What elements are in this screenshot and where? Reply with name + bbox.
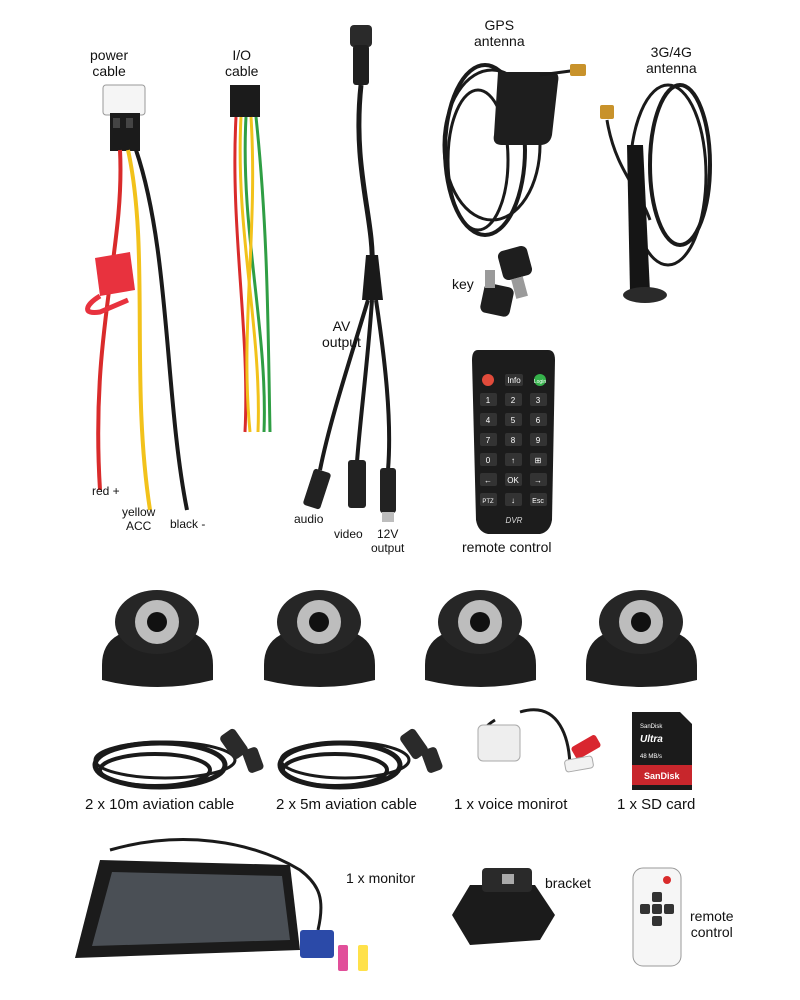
remote-key-6: 6 [536,416,541,425]
monitor-device [75,838,368,971]
label-sd-card: 1 x SD card [617,796,696,813]
remote-key-8: 8 [511,436,516,445]
remote-key-down: ↓ [511,496,515,505]
remote-key-login: Login [534,379,546,385]
remote-key-left: ← [484,476,492,485]
dome-camera-3 [425,590,536,687]
sd-card: SanDisk Ultra 48 MB/s SanDisk [632,712,692,790]
remote-key-0: 0 [486,456,491,465]
sd-capacity: 48 MB/s [640,754,662,760]
remote-key-7: 7 [486,436,491,445]
av-output-cable [303,25,396,522]
label-video: video [334,527,363,541]
remote-key-esc: Esc [532,498,544,505]
remote-key-up: ↑ [511,456,515,465]
remote-key-2: 2 [511,396,516,405]
label-red-wire: red + [92,484,120,498]
gps-antenna [442,63,586,237]
remote-key-3: 3 [536,396,541,405]
remote-control: Info Login 1 2 3 4 5 6 7 8 9 0 ↑ ⊞ ← OK … [472,350,555,534]
label-bracket: bracket [545,875,591,891]
remote-key-right: → [534,476,542,485]
dome-camera-2 [264,590,375,687]
small-remote [632,867,682,967]
label-aviation-cable-5m: 2 x 5m aviation cable [276,796,417,813]
aviation-cable-10m [92,728,264,790]
remote-key-ptz: PTZ [482,499,494,505]
sd-brand-top: SanDisk [640,724,663,730]
label-black-wire: black - [170,517,206,531]
power-cable [85,84,189,511]
cellular-antenna [600,83,712,303]
sd-brand-bottom: SanDisk [644,771,681,781]
remote-key-5: 5 [511,416,516,425]
label-key: key [452,276,474,292]
remote-key-1: 1 [486,396,491,405]
dome-camera-1 [102,590,213,687]
monitor-bracket [452,868,555,945]
label-voice-monitor: 1 x voice monirot [454,796,568,813]
remote-key-grid: ⊞ [535,456,542,465]
label-audio: audio [294,512,324,526]
remote-key-4: 4 [486,416,491,425]
remote-key-ok: OK [507,476,519,485]
remote-key-info: Info [507,376,521,385]
remote-keypad [480,393,547,506]
dome-camera-4 [586,590,697,687]
aviation-cable-5m [277,728,443,790]
keys [480,245,533,317]
label-monitor: 1 x monitor [346,870,416,886]
io-cable [230,85,272,433]
remote-brand: DVR [506,516,523,525]
voice-monitor-device [477,708,601,773]
remote-key-9: 9 [536,436,541,445]
label-remote-control: remote control [462,539,552,555]
sd-ultra: Ultra [640,734,663,745]
label-aviation-cable-10m: 2 x 10m aviation cable [85,796,235,813]
fuse-holder [85,252,135,316]
